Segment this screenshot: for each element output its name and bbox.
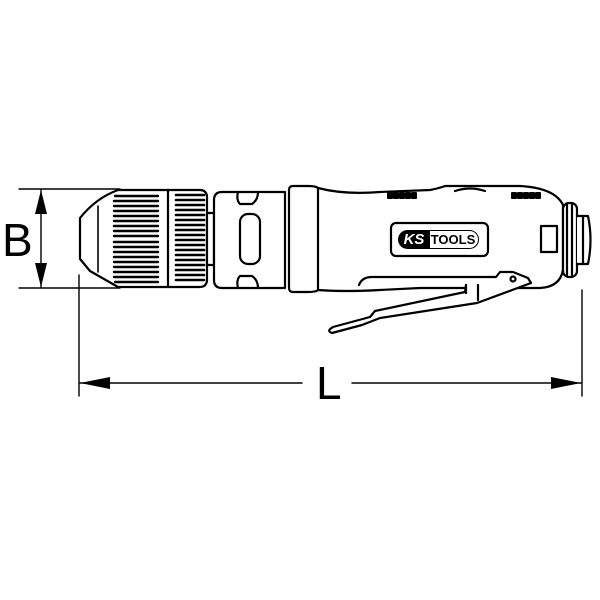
air-inlet-cap bbox=[561, 201, 592, 279]
dimension-b bbox=[18, 188, 121, 289]
length-dimension-label: L bbox=[316, 357, 342, 409]
brand-logo-suffix: TOOLS bbox=[428, 230, 479, 249]
brand-logo-prefix: KS bbox=[398, 230, 430, 249]
height-dimension-label: B bbox=[2, 214, 33, 266]
brand-logo: KS TOOLS bbox=[398, 230, 482, 250]
dimension-l bbox=[78, 274, 583, 397]
throttle-lever bbox=[328, 270, 533, 335]
coupling bbox=[205, 190, 287, 290]
chuck bbox=[78, 188, 209, 289]
